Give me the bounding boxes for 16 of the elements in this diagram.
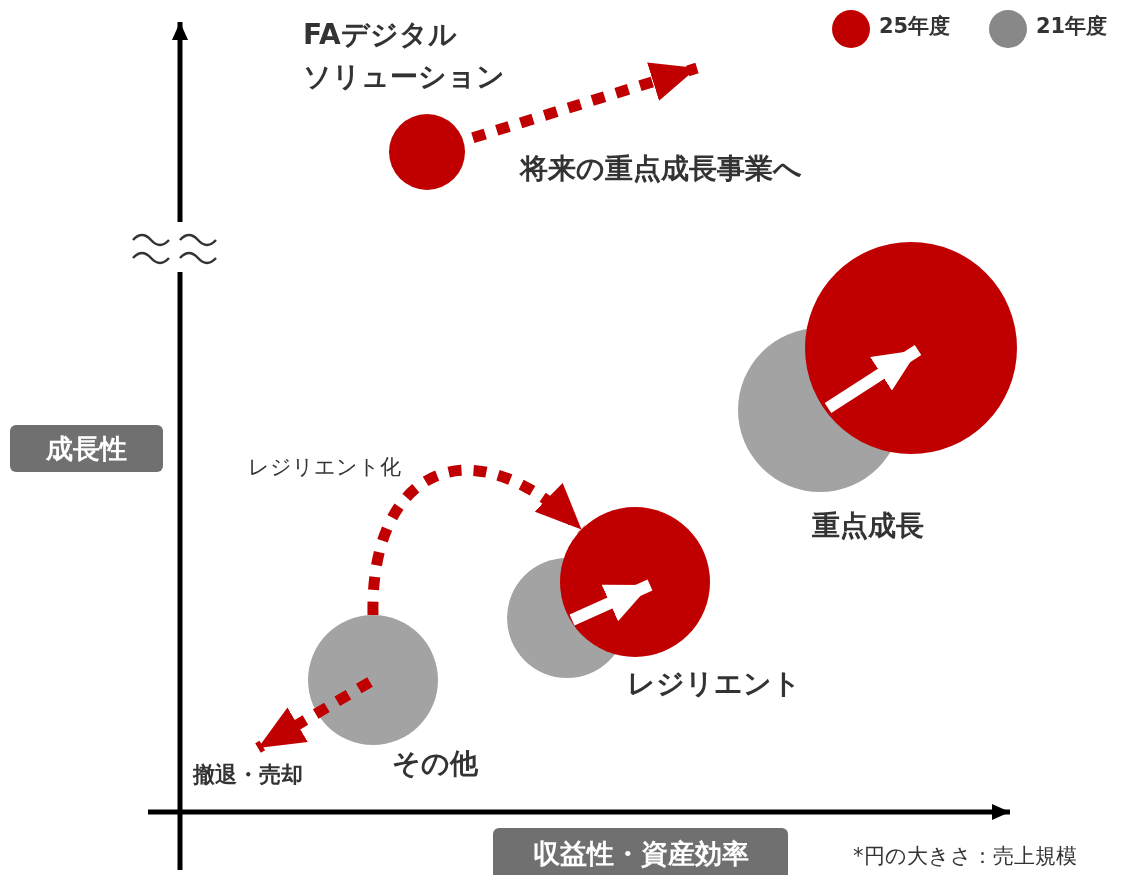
arrow xyxy=(471,62,699,143)
bubble-label: FAデジタルソリューション xyxy=(303,17,506,95)
edge-label: レジリエント化 xyxy=(248,454,401,481)
axis-label: 成長性 xyxy=(10,425,163,472)
legend-label: 25年度 xyxy=(879,13,951,40)
bubble-label: その他 xyxy=(392,746,479,782)
note-text: *円の大きさ：売上規模 xyxy=(853,843,1077,870)
legend-label: 21年度 xyxy=(1036,13,1108,40)
arrow xyxy=(255,677,373,753)
bubble-label: 重点成長 xyxy=(812,508,925,544)
arrow xyxy=(824,344,922,414)
outcome-text: 撤退・売却 xyxy=(193,760,303,790)
bubble-label: レジリエント xyxy=(627,666,802,702)
arrow xyxy=(569,579,653,626)
edge-label: 将来の重点成長事業へ xyxy=(520,151,802,187)
axis-label: 収益性・資産効率 xyxy=(493,828,788,875)
